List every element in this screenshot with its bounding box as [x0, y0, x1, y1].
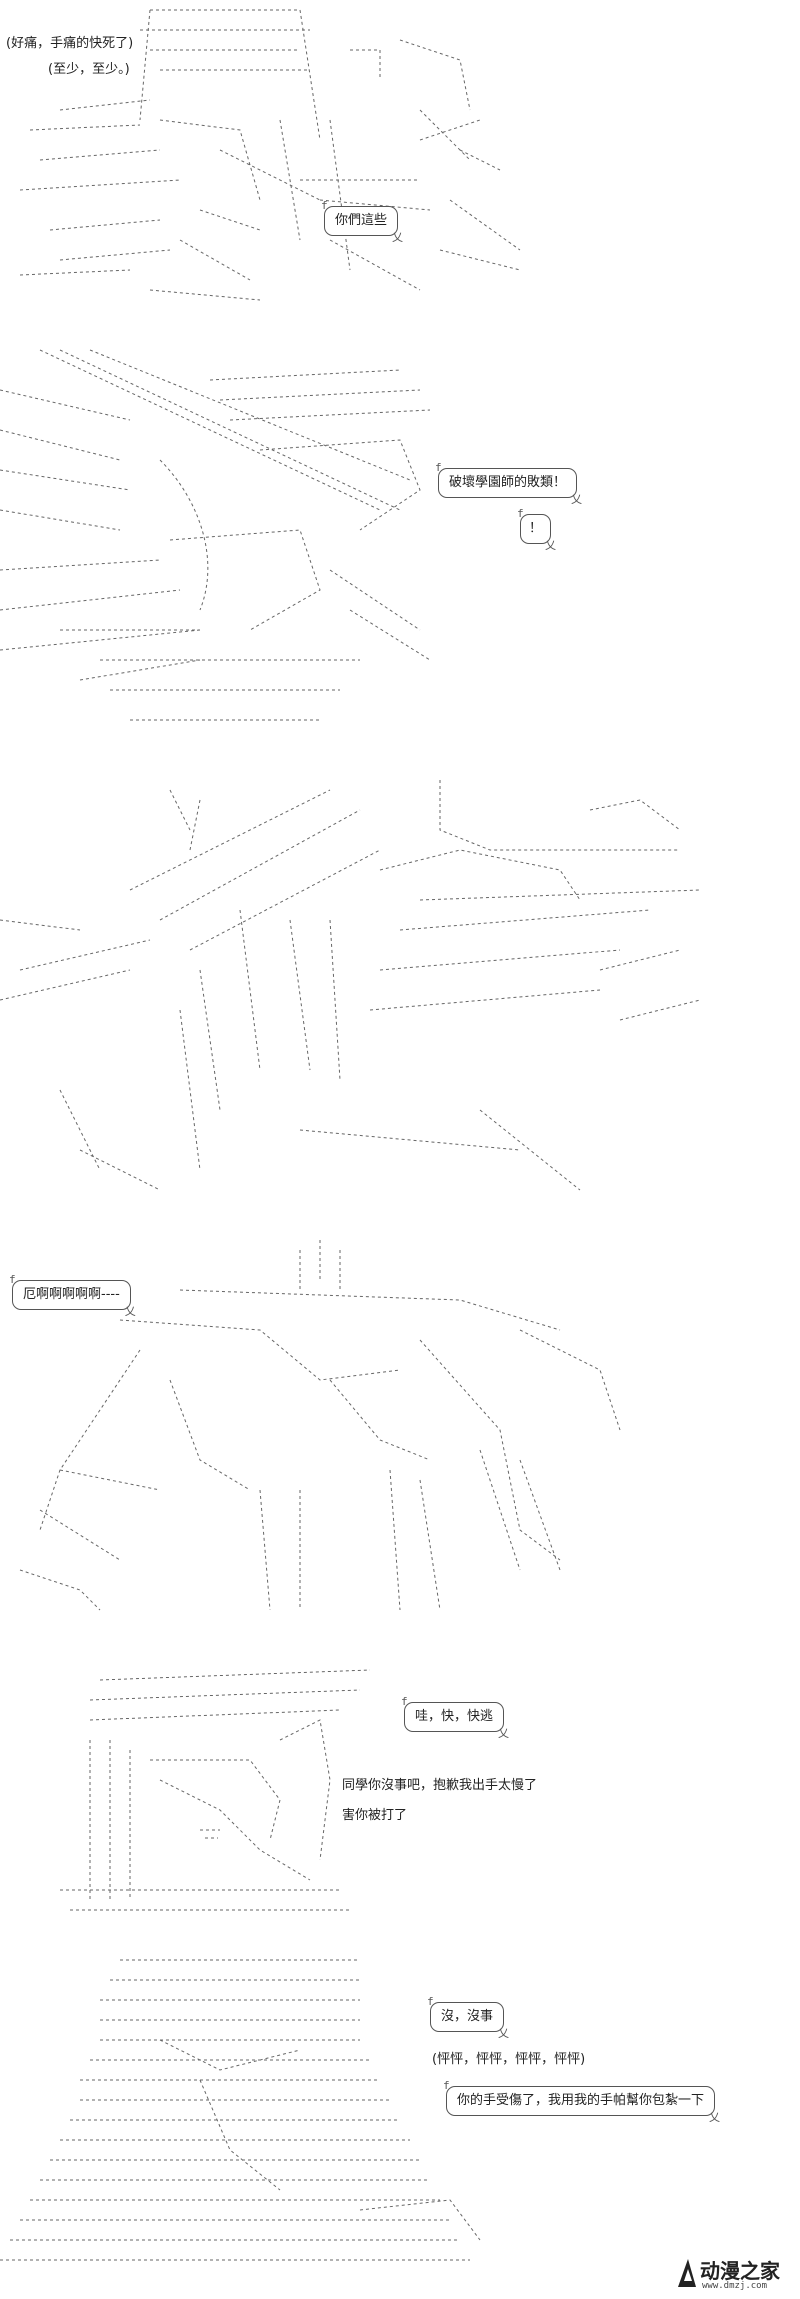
caption-heartbeat: (怦怦，怦怦，怦怦，怦怦) [432, 2052, 586, 2067]
panel-2-ascii-art [0, 349, 431, 721]
bubble-tail-icon: 乂 [498, 2027, 510, 2040]
panel-5: f 哇，快，快逃 乂 同學你沒事吧，抱歉我出手太慢了 害你被打了 [0, 1660, 800, 1930]
bubble-you-guys-text: 你們這些 [335, 213, 388, 228]
panel-4: f 厄啊啊啊啊啊---- 乂 [0, 1230, 800, 1650]
bubble-run: f 哇，快，快逃 乂 [401, 1695, 509, 1740]
watermark-url: www.dmzj.com [702, 2281, 768, 2291]
panel-3-ascii-art [0, 780, 701, 1191]
panel-1: (好痛，手痛的快死了) (至少，至少。) f 你們這些 乂 [0, 0, 800, 330]
bubble-tail-icon: f [401, 1695, 408, 1708]
bubble-tail-icon: f [517, 507, 524, 520]
bubble-tail-icon: f [443, 2079, 450, 2092]
caption-pain: (好痛，手痛的快死了) [6, 36, 134, 51]
caption-at-least: (至少，至少。) [48, 62, 130, 77]
panel-5-ascii-art [60, 1669, 371, 1911]
bubble-fine-text: 沒，沒事 [441, 2009, 494, 2024]
bubble-tail-icon: 乂 [571, 493, 583, 506]
bubble-fine: f 沒，沒事 乂 [427, 1995, 509, 2040]
bubble-destroy-school-text: 破壞學園師的敗類！ [449, 475, 567, 490]
panel-1-ascii-art [19, 9, 521, 301]
bubble-exclaim-text: ！ [529, 521, 543, 536]
bubble-run-text: 哇，快，快逃 [415, 1709, 494, 1724]
bubble-you-guys: f 你們這些 乂 [321, 199, 403, 244]
bubble-bandage-text: 你的手受傷了，我用我的手帕幫你包紮一下 [457, 2093, 705, 2108]
panel-3 [0, 770, 800, 1230]
bubble-tail-icon: f [321, 199, 328, 212]
bubble-tail-icon: 乂 [498, 1727, 510, 1740]
bubble-scream: f 厄啊啊啊啊啊---- 乂 [9, 1273, 136, 1318]
bubble-tail-icon: 乂 [545, 539, 557, 552]
caption-apology-2: 害你被打了 [342, 1808, 408, 1823]
bubble-tail-icon: f [435, 461, 442, 474]
panel-4-ascii-art [19, 1240, 621, 1611]
bubble-tail-icon: f [427, 1995, 434, 2008]
bubble-scream-text: 厄啊啊啊啊啊---- [23, 1287, 120, 1302]
panel-2: f 破壞學園師的敗類！ 乂 f ！ 乂 [0, 330, 800, 750]
bubble-exclaim: f ！ 乂 [517, 507, 556, 552]
caption-apology-1: 同學你沒事吧，抱歉我出手太慢了 [342, 1778, 538, 1793]
bubble-tail-icon: 乂 [392, 231, 404, 244]
site-watermark: 动漫之家 www.dmzj.com [672, 2253, 792, 2295]
watermark-title: 动漫之家 [700, 2259, 780, 2283]
bubble-tail-icon: 乂 [124, 1305, 136, 1318]
panel-6-ascii-art [0, 1959, 481, 2261]
bubble-tail-icon: f [9, 1273, 16, 1286]
bubble-destroy-school: f 破壞學園師的敗類！ 乂 [435, 461, 582, 506]
bubble-tail-icon: 乂 [709, 2111, 721, 2124]
panel-6: f 沒，沒事 乂 (怦怦，怦怦，怦怦，怦怦) f 你的手受傷了，我用我的手帕幫你… [0, 1950, 800, 2299]
dmzj-logo-icon [678, 2259, 696, 2287]
bubble-bandage: f 你的手受傷了，我用我的手帕幫你包紮一下 乂 [443, 2079, 720, 2124]
